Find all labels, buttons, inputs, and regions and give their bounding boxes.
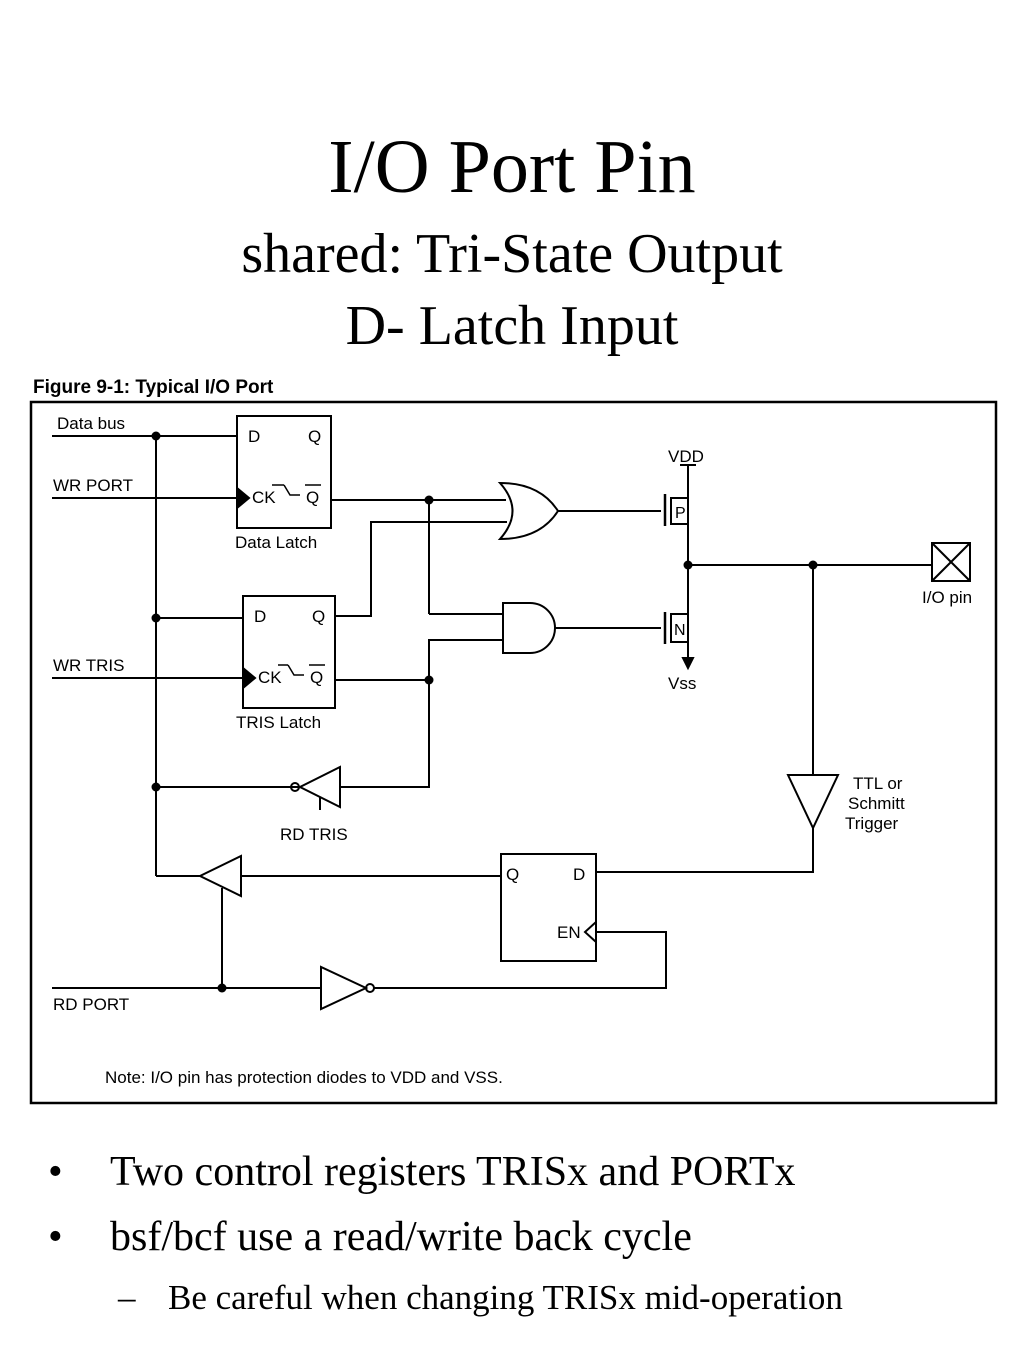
or-gate <box>497 481 560 541</box>
n-label: N <box>674 622 686 639</box>
data-latch-qbar: Q <box>306 488 319 507</box>
sub-bullet-marker: – <box>118 1278 136 1317</box>
slide-title: I/O Port Pin <box>328 125 696 209</box>
vss-label: Vss <box>668 674 696 693</box>
n-transistor <box>670 613 689 643</box>
slide-subtitle-line1: shared: Tri-State Output <box>241 223 783 285</box>
input-latch-d: D <box>573 865 585 884</box>
wr-port-label: WR PORT <box>53 476 133 495</box>
data-latch-box <box>236 415 332 529</box>
rd-port-tristate-buffer <box>197 854 242 898</box>
tris-latch-label: TRIS Latch <box>236 713 321 732</box>
sub-bullet-text: Be careful when changing TRISx mid-opera… <box>168 1278 843 1317</box>
input-d-latch-box <box>500 853 597 962</box>
rd-port-label: RD PORT <box>53 995 129 1014</box>
ttl-label-3: Trigger <box>845 814 899 833</box>
rd-tris-label: RD TRIS <box>280 825 348 844</box>
tris-latch-qbar: Q <box>310 668 323 687</box>
p-transistor <box>670 497 689 525</box>
data-bus-label: Data bus <box>57 414 125 433</box>
input-latch-en: EN <box>557 923 581 942</box>
ttl-schmitt-buffer <box>786 774 840 831</box>
data-latch-label: Data Latch <box>235 533 317 552</box>
figure-frame <box>29 400 998 1105</box>
figure-note: Note: I/O pin has protection diodes to V… <box>105 1068 503 1087</box>
io-port-diagram: Figure 9-1: Typical I/O Port D Q CK Q Da… <box>29 377 998 1105</box>
ttl-label-1: TTL or <box>853 774 903 793</box>
p-label: P <box>675 505 686 522</box>
data-latch-q: Q <box>308 427 321 446</box>
rd-port-inverter <box>320 965 369 1011</box>
wr-tris-label: WR TRIS <box>53 656 124 675</box>
tris-latch-q: Q <box>312 607 325 626</box>
bullet-text: bsf/bcf use a read/write back cycle <box>110 1214 692 1260</box>
tris-latch-ck: CK <box>258 668 282 687</box>
tris-latch-d: D <box>254 607 266 626</box>
figure-caption: Figure 9-1: Typical I/O Port <box>33 377 274 398</box>
input-latch-q: Q <box>506 865 519 884</box>
bullet-text: Two control registers TRISx and PORTx <box>110 1149 796 1195</box>
tris-latch-box <box>242 595 336 709</box>
data-latch-d: D <box>248 427 260 446</box>
and-gate <box>502 602 556 654</box>
vdd-label: VDD <box>668 447 704 466</box>
io-pin-box <box>931 542 971 582</box>
ttl-label-2: Schmitt <box>848 794 905 813</box>
data-latch-ck: CK <box>252 488 276 507</box>
bullet-marker: • <box>48 1149 63 1195</box>
slide-subtitle-line2: D- Latch Input <box>345 295 679 357</box>
io-pin-label: I/O pin <box>922 588 972 607</box>
bullet-marker: • <box>48 1214 63 1260</box>
